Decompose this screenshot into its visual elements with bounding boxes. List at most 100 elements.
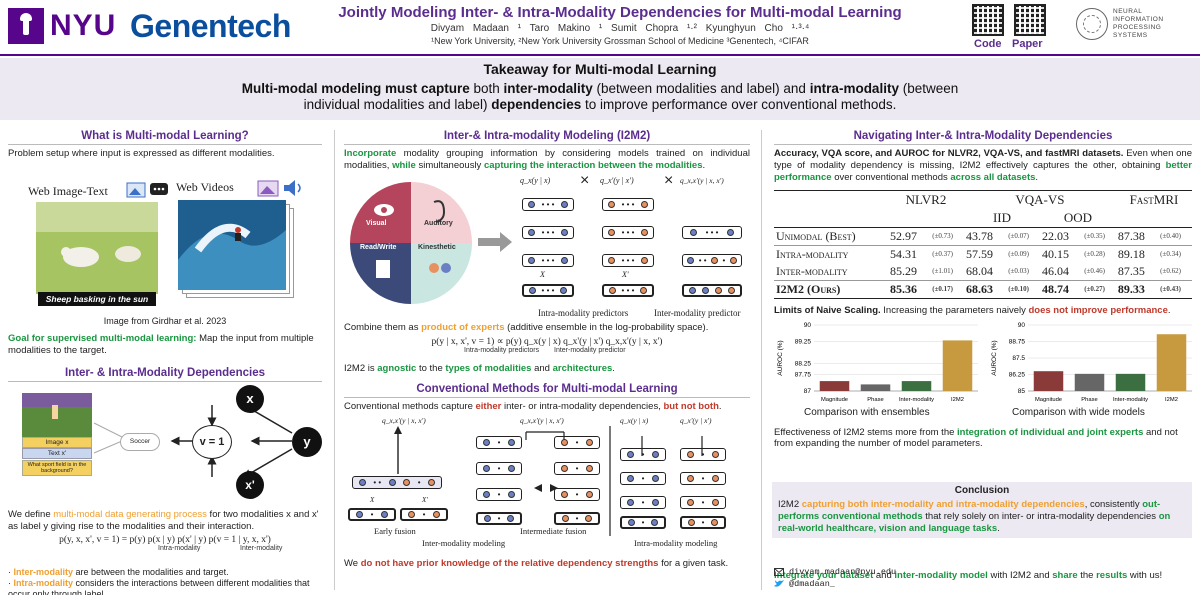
inter-predictor-label: Inter-modality predictor xyxy=(654,307,741,318)
table-header: NLVR2 VQA-VS FastMRI xyxy=(774,190,1192,209)
vector: • • • xyxy=(602,283,654,297)
paper-label[interactable]: Paper xyxy=(1012,38,1043,50)
c1: I2M2 xyxy=(778,499,802,510)
t2c: does not improve performance xyxy=(1028,304,1168,316)
vector: • • • xyxy=(522,283,574,297)
x-tick-label: Inter-modality xyxy=(899,397,934,403)
image-x-label: Image x xyxy=(22,436,92,448)
neurips-mark-icon xyxy=(1076,8,1108,41)
vector: • • • xyxy=(522,197,574,211)
combine-text: Combine them as product of experts (addi… xyxy=(344,322,750,334)
goal-body: Map the input from multiple modalities t… xyxy=(8,333,314,356)
auditory-label: Auditory xyxy=(424,219,453,227)
cell: 87.35 xyxy=(1117,263,1145,278)
vector: • •• xyxy=(352,476,442,490)
cell-std: (±1.01) xyxy=(932,267,954,276)
multimodal-figure: Web Image-Text Web Videos Sheep basking … xyxy=(8,164,322,314)
t2a: Limits of Naive Scaling. xyxy=(774,304,881,316)
image-credit: Image from Girdhar et al. 2023 xyxy=(103,315,227,326)
col-nlvr2: NLVR2 xyxy=(905,191,947,207)
vector: • • • xyxy=(602,197,654,211)
cell-std: (±0.28) xyxy=(1084,250,1105,259)
t1f: . xyxy=(1035,171,1039,183)
vector: • xyxy=(680,496,726,510)
i4: with I2M2 and xyxy=(987,570,1053,581)
paper-qr-icon[interactable] xyxy=(1014,4,1046,36)
col-fastmri: FastMRI xyxy=(1129,191,1179,207)
x-tick-label: Phase xyxy=(867,397,883,403)
prior-knowledge-text: We do not have prior knowledge of the re… xyxy=(344,558,750,570)
node-y: y xyxy=(292,426,322,457)
intra-q1-label: q_x(y | x) xyxy=(620,416,649,426)
def-3: for two modalities x and x' as label y g… xyxy=(8,508,319,532)
y-tick-label: 87.5 xyxy=(1012,355,1025,362)
vector: • xyxy=(348,508,396,522)
definition-text: We define multi-modal data generating pr… xyxy=(8,509,322,533)
takeaway-p1: Multi-modal modeling must capture xyxy=(241,81,470,96)
t3c: to the xyxy=(416,362,446,374)
web-image-text-label: Web Image-Text xyxy=(28,183,108,198)
cell-std: (±0.07) xyxy=(1008,232,1029,241)
t1c: while xyxy=(392,159,416,171)
takeaway-text: Multi-modal modeling must capture both i… xyxy=(220,81,980,114)
dependency-figure: Image x Text x' What sport field is in t… xyxy=(8,384,322,499)
def-1: We define xyxy=(8,508,54,520)
arrow-right-icon xyxy=(478,231,512,252)
i2: and xyxy=(873,570,895,581)
t3a: Effectiveness of I2M2 stems more from th… xyxy=(774,426,958,438)
goal-text: Goal for supervised multi-modal learning… xyxy=(8,333,322,357)
c4: out-performs conventional methods xyxy=(778,499,1161,522)
intermediate-fusion-label: Intermediate fusion xyxy=(520,526,587,537)
eq-inter-label: Inter-modality xyxy=(240,544,283,552)
takeaway-p8: to improve performance over conventional… xyxy=(581,97,897,113)
t1d: simultaneously xyxy=(415,159,484,171)
t2b: product of experts xyxy=(421,321,505,333)
cell-std: (±0.43) xyxy=(1160,285,1181,294)
q-xxp-label: q_x,x'(y | x, x') xyxy=(680,175,724,185)
vector: • • • xyxy=(602,225,654,239)
text-x-label: Text x' xyxy=(22,447,92,459)
neurips-logo: NEURAL INFORMATION PROCESSING SYSTEMS xyxy=(1076,8,1183,41)
twitter-handle[interactable]: @dmadaan_ xyxy=(789,579,835,589)
vector: • xyxy=(476,462,522,476)
t4c: inter- or intra-modality dependencies, xyxy=(501,400,664,412)
cell: 68.04 xyxy=(965,263,993,278)
t2a: Combine them as xyxy=(344,321,422,333)
conventional-figure: q_x,x'(y | x, x') • •• • • X X' Early fu… xyxy=(344,412,750,552)
vector: • xyxy=(620,516,666,530)
early-xp: X' xyxy=(422,496,428,505)
vector: • xyxy=(554,512,600,526)
cell-std: (±0.10) xyxy=(1008,285,1029,294)
y-tick-label: 90 xyxy=(1018,322,1026,329)
vector: • xyxy=(476,436,522,450)
vector: • xyxy=(620,496,666,510)
i3: inter-modality model xyxy=(894,570,988,581)
integrate-text: Integrate your dataset and inter-modalit… xyxy=(774,570,1162,582)
inter-q-label: q_x,x'(y | x, x') xyxy=(520,416,564,426)
mail-icon xyxy=(774,568,784,576)
email-link[interactable]: divyam.madaan@nyu.edu xyxy=(789,567,897,577)
email-row[interactable]: divyam.madaan@nyu.edu xyxy=(774,567,896,577)
x-input-label: X xyxy=(540,269,545,279)
row-name: I2M2 (Ours) xyxy=(776,281,841,296)
answer-bubble: Soccer xyxy=(120,432,160,451)
web-videos-label: Web Videos xyxy=(176,179,234,194)
c6: on real-world healthcare, vision and lan… xyxy=(778,510,1171,534)
cell-std: (±0.34) xyxy=(1160,250,1181,259)
x-tick-label: I2M2 xyxy=(951,397,964,403)
scaling-text: Limits of Naive Scaling. Increasing the … xyxy=(774,305,1192,317)
code-qr-icon[interactable] xyxy=(972,4,1004,36)
code-label[interactable]: Code xyxy=(974,38,1002,50)
bullet-inter-text: are between the modalities and target. xyxy=(73,566,229,577)
twitter-row[interactable]: @dmadaan_ xyxy=(774,579,835,589)
intra-predictors-label: Intra-modality predictors xyxy=(538,307,629,318)
y-tick-label: 87 xyxy=(804,388,812,395)
early-x: X xyxy=(370,496,375,505)
conventional-text: Conventional methods capture either inte… xyxy=(344,401,750,413)
kinesthetic-quadrant xyxy=(411,242,472,304)
i2m2-intro: Incorporate modality grouping informatio… xyxy=(344,148,750,172)
t1c: better performance xyxy=(774,159,1192,183)
y-tick-label: 90 xyxy=(804,322,812,329)
people-icon xyxy=(429,262,439,273)
equation-underbraces: Intra-modality Inter-modality xyxy=(8,545,322,555)
